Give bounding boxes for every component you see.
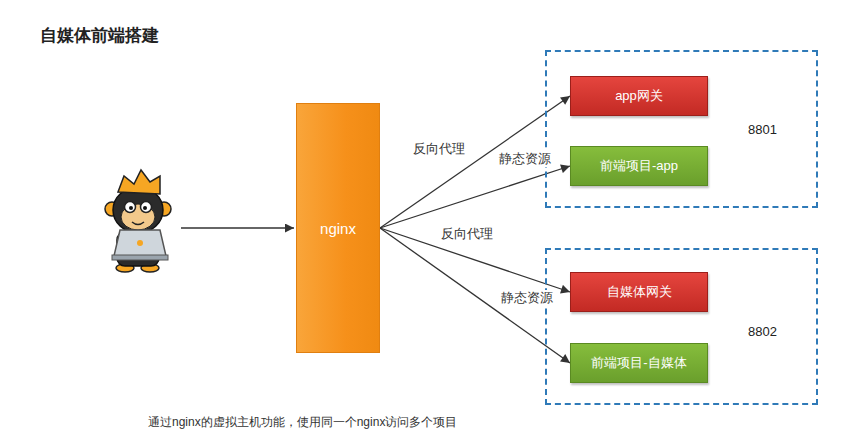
- mascot: [105, 170, 171, 272]
- box-label: 前端项目-app: [600, 157, 678, 175]
- proxy-server-box: nginx: [296, 103, 380, 353]
- mascot-mouth: [132, 222, 144, 225]
- connector-label: 静态资源: [498, 151, 552, 167]
- box-label: app网关: [615, 87, 663, 105]
- mascot-laptop: [114, 230, 166, 256]
- mascot-pupil: [143, 206, 147, 210]
- connector-arrow: [380, 96, 570, 228]
- box-label: 自媒体网关: [607, 283, 672, 301]
- port-number: 8802: [748, 324, 777, 340]
- connector-label: 反向代理: [440, 226, 494, 242]
- port-number: 8801: [748, 122, 777, 138]
- frontend-box: 前端项目-app: [570, 146, 708, 186]
- connector-label: 静态资源: [500, 290, 554, 306]
- connector-label: 反向代理: [412, 141, 466, 157]
- connector-arrow: [380, 166, 570, 228]
- mascot-pupil: [129, 206, 133, 210]
- diagram-caption: 通过nginx的虚拟主机功能，使用同一个nginx访问多个项目: [148, 414, 457, 430]
- mascot-eye: [141, 202, 152, 213]
- user-arrow: [181, 227, 294, 228]
- mascot-laptop-base: [112, 255, 168, 260]
- frontend-box: 前端项目-自媒体: [570, 343, 708, 383]
- port-group-box: 8802 自媒体网关前端项目-自媒体: [545, 248, 818, 405]
- connector-arrow: [380, 228, 570, 363]
- gateway-box: app网关: [570, 76, 708, 116]
- box-label: nginx: [320, 220, 356, 237]
- mascot-laptop-logo: [137, 240, 143, 246]
- mascot-hat: [118, 170, 160, 194]
- diagram-title: 自媒体前端搭建: [40, 24, 159, 47]
- box-label: 前端项目-自媒体: [591, 354, 686, 372]
- mascot-eye: [125, 202, 136, 213]
- port-group-box: 8801 app网关前端项目-app: [545, 50, 818, 208]
- gateway-box: 自媒体网关: [570, 272, 708, 312]
